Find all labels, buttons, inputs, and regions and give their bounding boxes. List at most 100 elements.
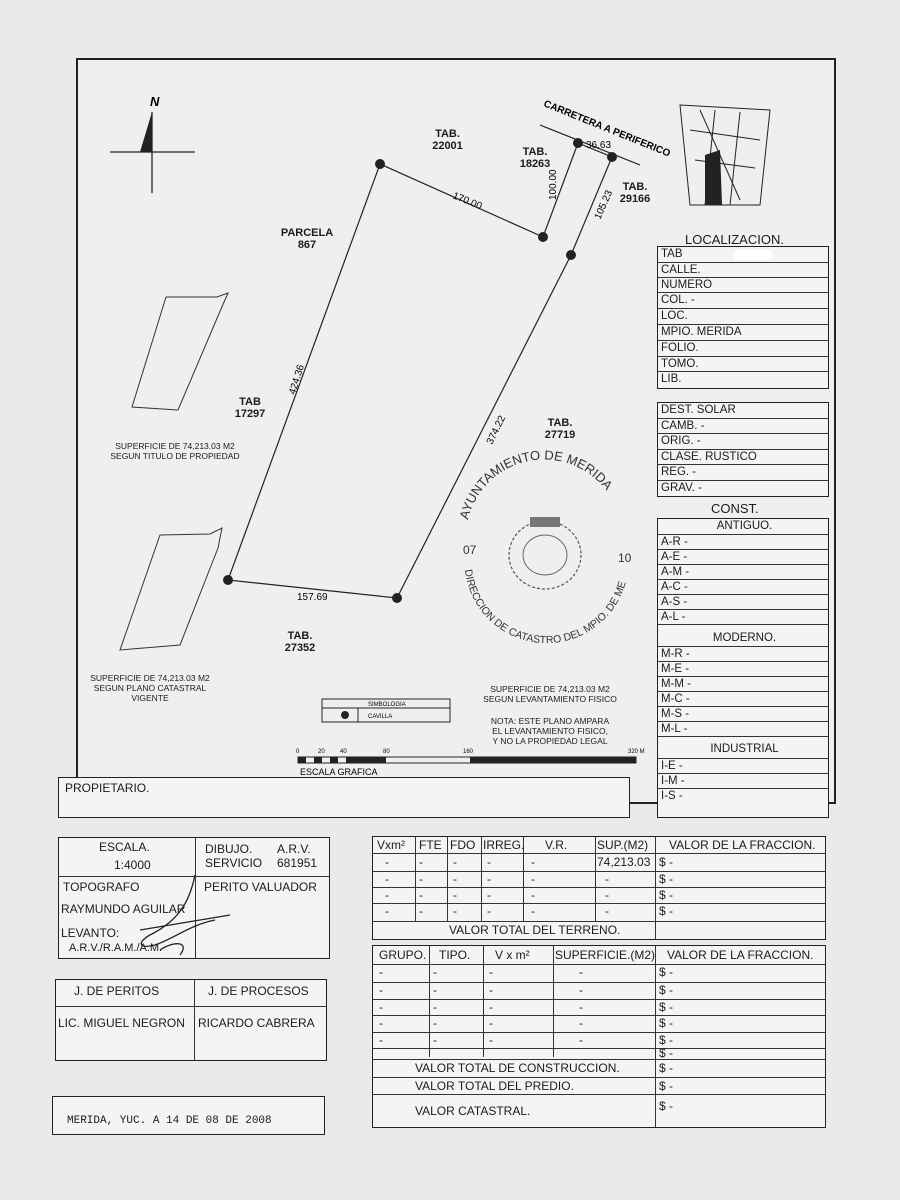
north-label: N xyxy=(150,94,160,109)
cell-dash: - xyxy=(489,1016,493,1030)
fecha-text: MERIDA, YUC. A 14 DE 08 DE 2008 xyxy=(67,1115,272,1127)
const-row: M-E - xyxy=(658,662,828,677)
cell-money: $ - xyxy=(659,1033,674,1047)
svg-text:AYUNTAMIENTO DE MERIDA: AYUNTAMIENTO DE MERIDA xyxy=(456,447,616,520)
jprocesos-name: RICARDO CABRERA xyxy=(198,1016,315,1030)
svg-text:DIRECCION DE CATASTRO DEL MPIO: DIRECCION DE CATASTRO DEL MPIO. DE MERID… xyxy=(0,0,629,646)
cell-dash: - xyxy=(433,1033,437,1047)
cell-dash: - xyxy=(453,872,457,886)
cell-dash: - xyxy=(579,1033,583,1047)
col-header: SUPERFICIE.(M2) xyxy=(555,948,656,962)
const-row: A-E - xyxy=(658,550,828,565)
cell-dash: - xyxy=(419,904,423,918)
cell-money: $ - xyxy=(659,888,674,902)
cell-dash: - xyxy=(605,872,609,886)
svg-text:40: 40 xyxy=(340,749,347,755)
col-header: V.R. xyxy=(545,838,568,852)
const-row: A-S - xyxy=(658,595,828,610)
loc-row-calle: CALLE. xyxy=(658,263,828,278)
cell-money: $ - xyxy=(659,1046,674,1060)
loc-row-tomo: TOMO. xyxy=(658,357,828,372)
servicio-value: 681951 xyxy=(277,856,318,870)
svg-text:10: 10 xyxy=(618,551,632,565)
legend-box: SIMBOLOGIA CAVILLA xyxy=(321,698,451,723)
const-row: M-C - xyxy=(658,692,828,707)
tab-27719-label: TAB.27719 xyxy=(544,417,576,441)
svg-text:80: 80 xyxy=(383,749,390,755)
cell-money: $ - xyxy=(659,965,674,979)
cell-dash: - xyxy=(385,855,389,869)
cell-dash: - xyxy=(605,904,609,918)
road-line xyxy=(539,124,641,166)
escala-title: ESCALA. xyxy=(99,840,150,854)
location-inset xyxy=(679,104,771,206)
location-highlight xyxy=(705,150,722,205)
cell-dash: - xyxy=(579,1016,583,1030)
svg-text:SIMBOLOGIA: SIMBOLOGIA xyxy=(368,702,406,708)
dim-15769: 157.69 xyxy=(297,592,328,603)
const-row: A-C - xyxy=(658,580,828,595)
cell-money: $ - xyxy=(659,1016,674,1030)
total-terreno: VALOR TOTAL DEL TERRENO. xyxy=(449,923,621,937)
cell-dash: - xyxy=(605,888,609,902)
loc-row-numero: NUMERO xyxy=(658,278,828,293)
localizacion-title: LOCALIZACION. xyxy=(685,232,784,247)
redaction-mark xyxy=(733,250,773,260)
plan-drawing: N CARRETERA A PERIFERICO 170.00 100.00 3… xyxy=(0,0,771,777)
cell-dash: - xyxy=(489,1000,493,1014)
cell-dash: - xyxy=(433,965,437,979)
cell-dash: - xyxy=(487,872,491,886)
tab-27352-label: TAB.27352 xyxy=(284,630,316,654)
cell-money: $ - xyxy=(659,855,674,869)
clase-row: CLASE. RUSTICO xyxy=(658,450,828,465)
cell-dash: - xyxy=(419,855,423,869)
construction-table: ANTIGUO. A-R - A-E - A-M - A-C - A-S - A… xyxy=(657,518,829,818)
jefes-box: J. DE PERITOS LIC. MIGUEL NEGRON J. DE P… xyxy=(55,979,327,1061)
vertex-markers xyxy=(223,138,617,603)
signature-mark xyxy=(139,874,231,956)
cell-dash: - xyxy=(379,965,383,979)
cell-dash: - xyxy=(379,1033,383,1047)
tab-18263-label: TAB.18263 xyxy=(519,146,551,170)
destino-table: DEST. SOLAR CAMB. - ORIG. - CLASE. RUSTI… xyxy=(657,402,829,497)
loc-row-col: COL. - xyxy=(658,293,828,309)
loc-row-mpio: MPIO. MERIDA xyxy=(658,325,828,341)
col-header: TIPO. xyxy=(439,948,471,962)
cell-dash: - xyxy=(385,872,389,886)
levanto-value: A.R.V./R.A.M./A.M. xyxy=(69,942,163,954)
jperitos-label: J. DE PERITOS xyxy=(74,984,160,998)
cell-dash: - xyxy=(531,904,535,918)
cell-dash: - xyxy=(419,888,423,902)
cell-dash: - xyxy=(433,983,437,997)
svg-text:20: 20 xyxy=(318,749,325,755)
col-header: GRUPO. xyxy=(379,948,427,962)
grav-row: GRAV. - xyxy=(661,482,702,494)
terreno-table: Vxm² FTE FDO IRREG. V.R. SUP.(M2) VALOR … xyxy=(372,836,826,940)
cell-dash: - xyxy=(489,983,493,997)
tab-29166-label: TAB.29166 xyxy=(619,181,651,205)
reg-row: REG. - xyxy=(658,465,828,481)
cell-dash: - xyxy=(453,855,457,869)
const-row: I-S - xyxy=(661,790,683,802)
cell-dash: - xyxy=(489,965,493,979)
cell-dash: - xyxy=(433,1016,437,1030)
cell-dash: - xyxy=(453,904,457,918)
cell-dash: - xyxy=(531,855,535,869)
cell-dash: - xyxy=(433,1000,437,1014)
topografo-label: TOPOGRAFO xyxy=(63,880,140,894)
tab-22001-label: TAB.22001 xyxy=(432,128,463,152)
cell-dash: - xyxy=(579,1000,583,1014)
cell-dash: - xyxy=(487,904,491,918)
cell-dash: - xyxy=(379,1016,383,1030)
svg-text:320 M: 320 M xyxy=(628,749,645,755)
const-title: CONST. xyxy=(711,501,759,516)
cell-dash: - xyxy=(489,1033,493,1047)
cell-dash: - xyxy=(579,965,583,979)
const-row: M-S - xyxy=(658,707,828,722)
cell-dash: - xyxy=(487,888,491,902)
sketch-lot-lower xyxy=(119,527,223,651)
cell-dash: - xyxy=(531,888,535,902)
